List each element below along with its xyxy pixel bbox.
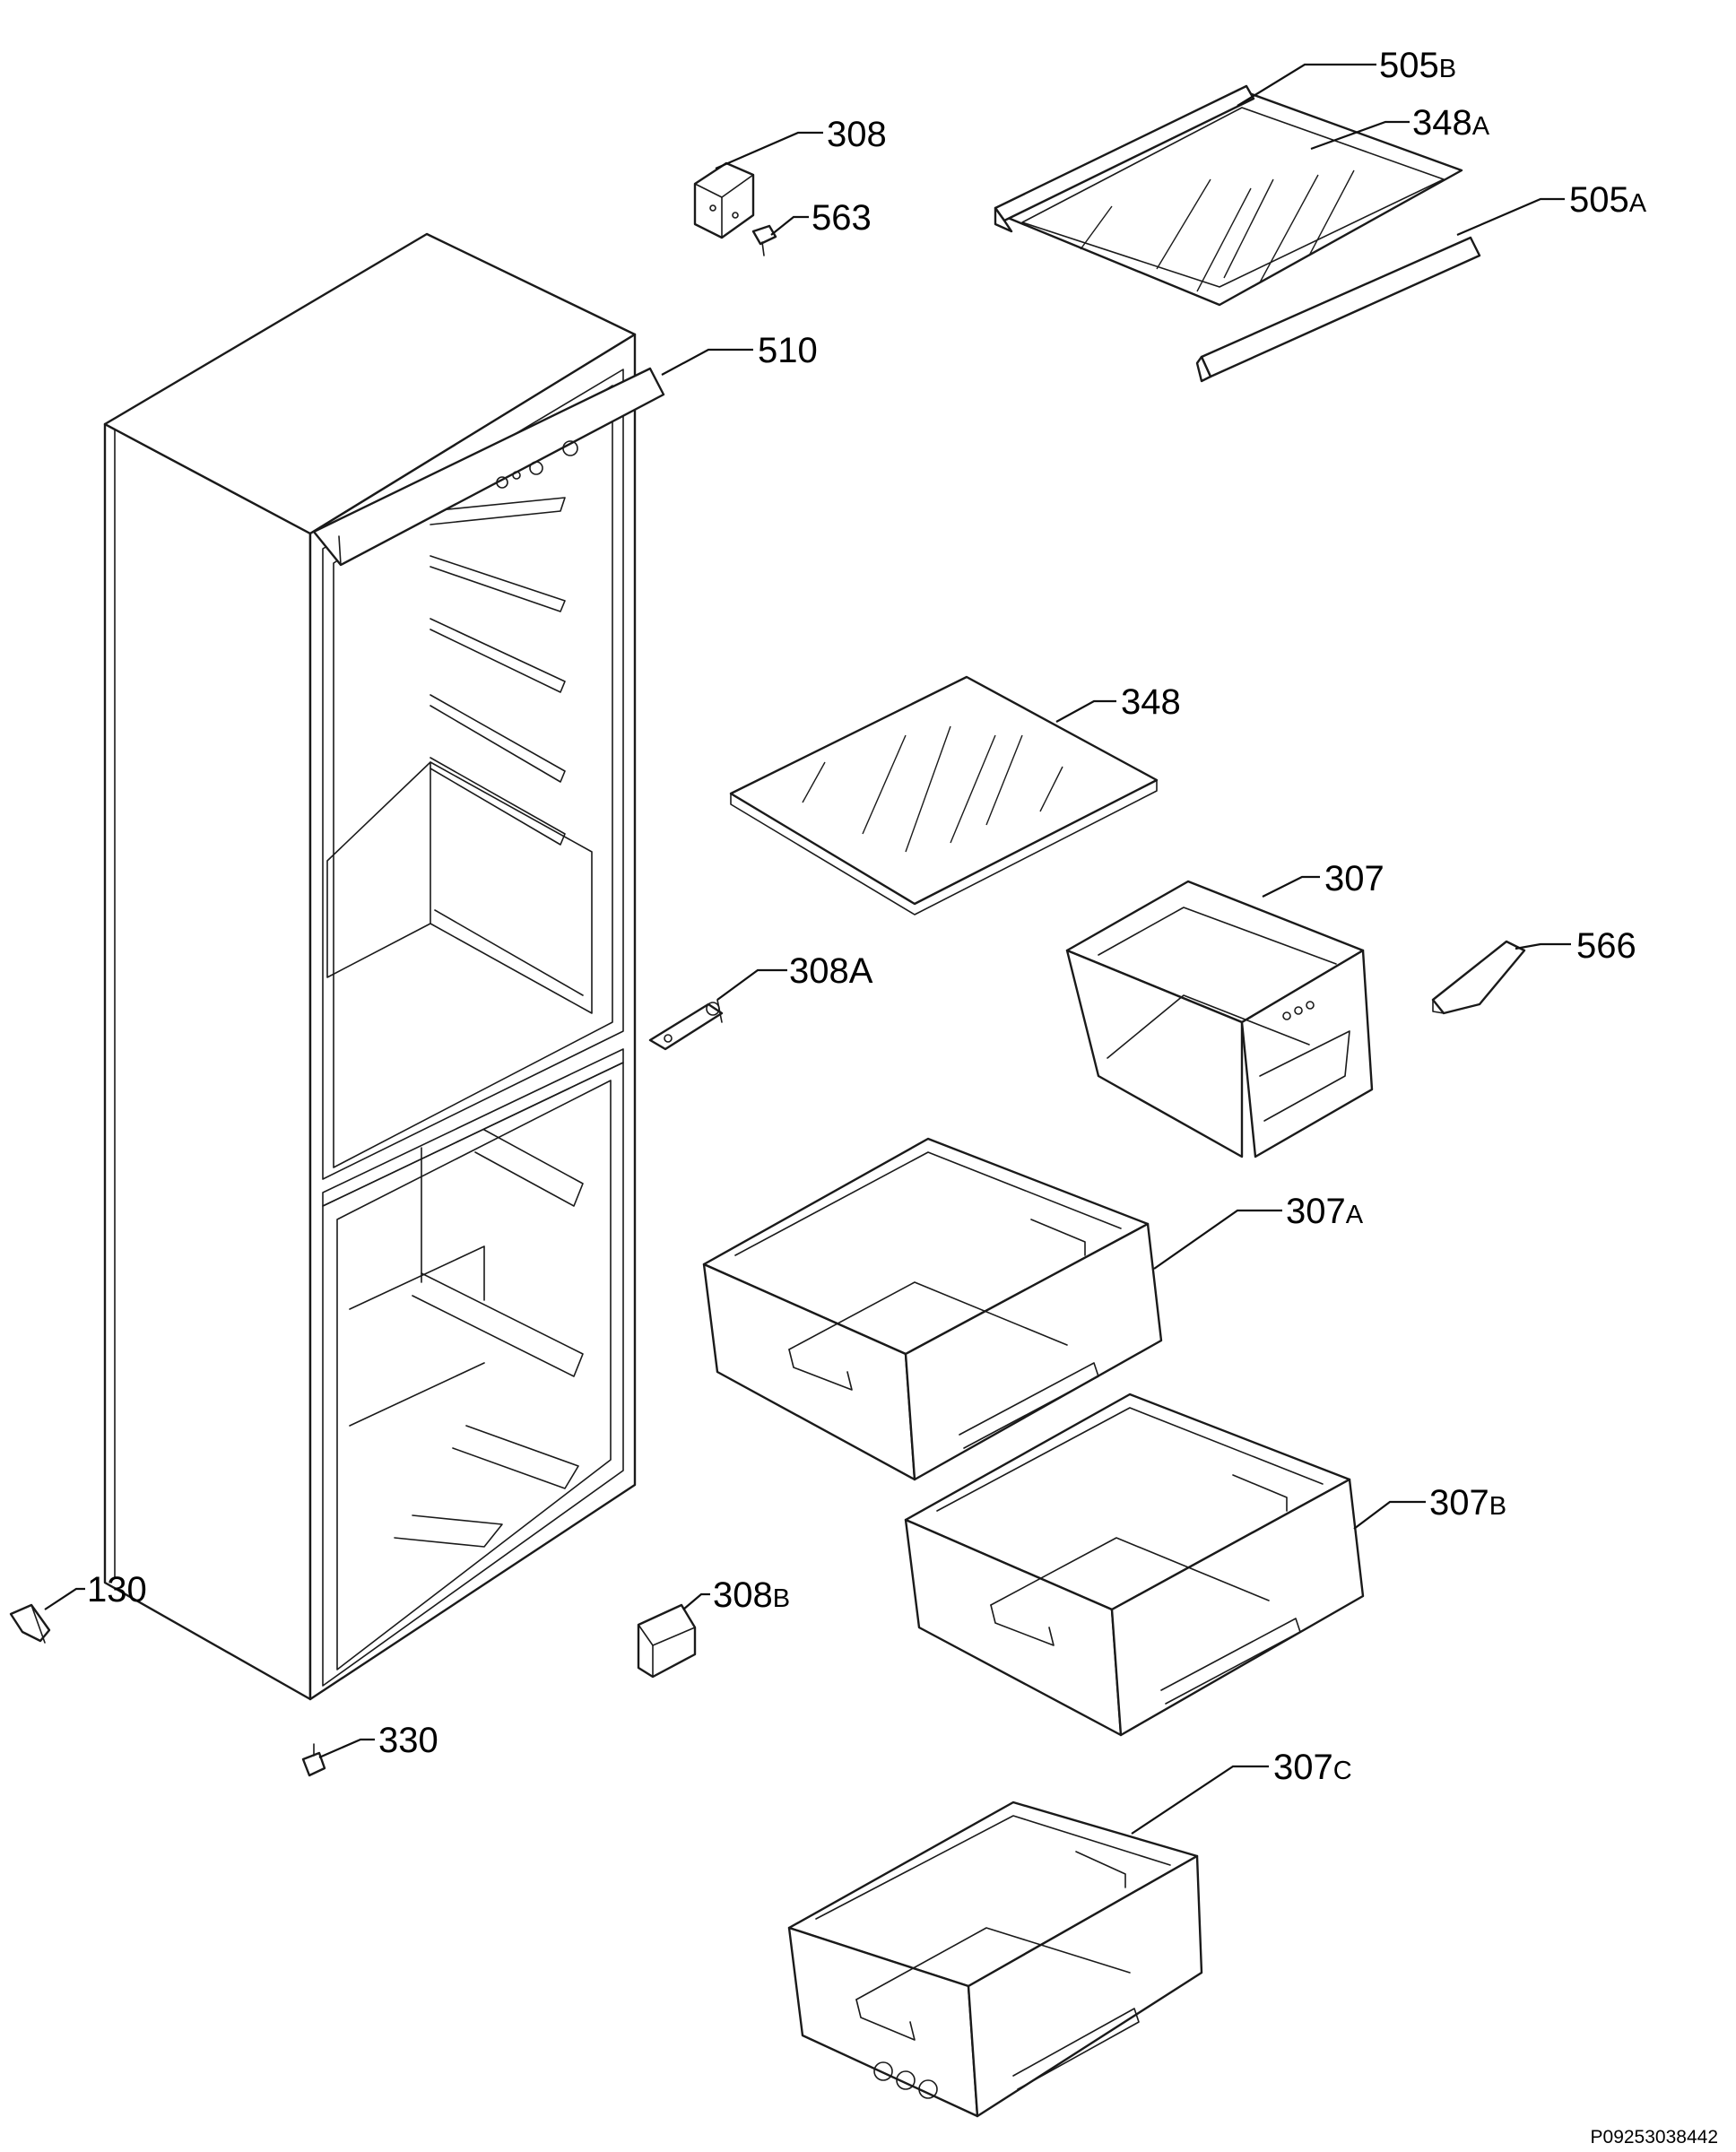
label-308a: 308A (789, 951, 873, 991)
label-563: 563 (812, 198, 872, 238)
glass-shelf-348 (729, 675, 1159, 915)
label-505a: 505A (1569, 180, 1647, 220)
drawer-307b (904, 1393, 1365, 1737)
drawer-307c (787, 1801, 1203, 2118)
dairy-box-307 (1065, 880, 1374, 1158)
label-307: 307 (1324, 859, 1384, 898)
clip-566 (1431, 940, 1526, 1015)
label-307c: 307C (1273, 1748, 1352, 1787)
foot-330 (301, 1743, 326, 1777)
label-308: 308 (827, 115, 887, 154)
label-566: 566 (1576, 926, 1636, 966)
hinge-bracket-308 (693, 161, 755, 239)
label-307a: 307A (1286, 1192, 1364, 1231)
label-307b: 307B (1429, 1483, 1506, 1523)
leader-lines (44, 63, 1571, 1835)
hinge-308a (648, 999, 724, 1051)
part-labels: 505B 348A 505A 308 563 510 348 307 566 3… (87, 46, 1647, 1787)
screw-563 (751, 224, 777, 256)
drawing-reference-number: P09253038442 (1591, 2127, 1718, 2148)
label-348: 348 (1121, 682, 1181, 722)
glass-shelf-348a-assembly (994, 84, 1481, 383)
label-510: 510 (758, 331, 818, 370)
label-348a: 348A (1412, 103, 1490, 143)
label-505b: 505B (1379, 46, 1456, 85)
drawer-307a (702, 1137, 1163, 1481)
part-130 (9, 1603, 51, 1644)
label-330: 330 (378, 1721, 438, 1760)
label-308b: 308B (713, 1575, 790, 1615)
fridge-cabinet (103, 232, 665, 1701)
hinge-308b (637, 1603, 697, 1679)
label-130: 130 (87, 1570, 147, 1610)
